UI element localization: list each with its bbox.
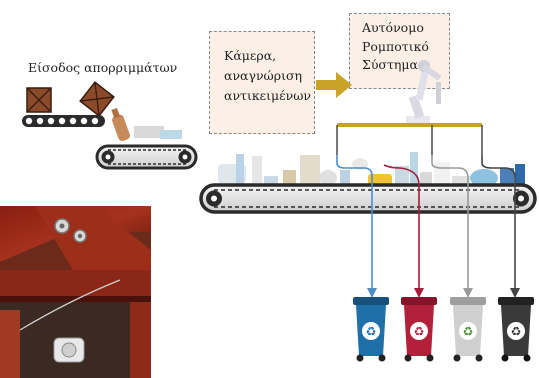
robot-box-line-3: Σύστημα [362, 57, 418, 72]
recycle-icon [362, 322, 380, 340]
camera-box-line-2: αναγνώριση [224, 68, 303, 83]
roller-conveyor [22, 115, 105, 127]
waste-box-icon-2 [79, 81, 115, 117]
robot-box-line-2: Ρομποτικό [362, 38, 429, 54]
svg-text:♻: ♻ [511, 325, 522, 339]
small-conveyor-belt [95, 144, 198, 170]
waste-input-label: Είσοδος απορριμμάτων [28, 60, 178, 75]
bin-red: ♻ [401, 297, 437, 362]
photo-sensor-icon [53, 337, 85, 363]
process-arrow [316, 72, 352, 98]
camera-box-line-1: Κάμερα, [224, 48, 277, 63]
robot-arm-icon [406, 60, 442, 123]
svg-text:♻: ♻ [366, 325, 377, 339]
bottle-icon [111, 107, 130, 141]
route-red [383, 164, 420, 290]
recycle-icon [507, 322, 525, 340]
main-conveyor-belt [199, 183, 537, 214]
waste-box-icon-1 [26, 87, 52, 113]
container-icon [160, 130, 182, 139]
bin-grey: ♻ [450, 297, 486, 362]
recycle-icon [459, 322, 477, 340]
bin-black: ♻ [498, 297, 534, 362]
recycle-icon [410, 322, 428, 340]
camera-recognition-box: Κάμερα, αναγνώριση αντικειμένων [209, 31, 315, 134]
waste-items [218, 152, 525, 187]
carton-icon [134, 126, 164, 138]
bin-blue: ♻ [353, 297, 389, 362]
robot-box-line-1: Αυτόνομο [362, 20, 424, 35]
route-dark [481, 155, 516, 290]
svg-text:♻: ♻ [463, 325, 474, 339]
route-blue [336, 155, 373, 290]
machine-photo [0, 206, 151, 378]
route-grey [431, 155, 469, 290]
svg-text:♻: ♻ [414, 325, 425, 339]
camera-box-line-3: αντικειμένων [224, 88, 312, 103]
